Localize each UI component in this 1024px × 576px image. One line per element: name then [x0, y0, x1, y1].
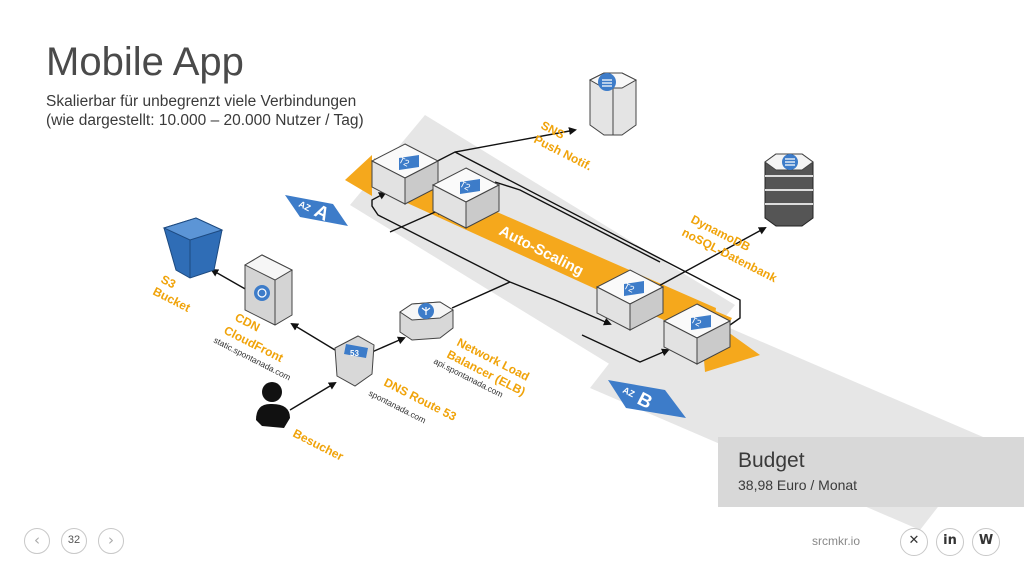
- s3-label-1: S3: [159, 272, 179, 291]
- linkedin-icon: in: [943, 533, 957, 548]
- dns-to-nlb-arrow: [371, 336, 406, 353]
- xing-button[interactable]: ✕: [900, 528, 928, 556]
- linkedin-button[interactable]: in: [936, 528, 964, 556]
- subtitle-line-1: Skalierbar für unbegrenzt viele Verbindu…: [46, 93, 357, 110]
- s3-bucket-node: [162, 217, 224, 279]
- cdn-node: [243, 254, 294, 326]
- visitor-icon: [256, 382, 290, 428]
- budget-panel: Budget 38,98 Euro / Monat: [718, 437, 1024, 507]
- nlb-link: [451, 281, 511, 309]
- page-subtitle: Skalierbar für unbegrenzt viele Verbindu…: [46, 92, 364, 130]
- next-slide-button[interactable]: ›: [98, 528, 124, 554]
- az-b-badge: AZ B: [608, 380, 686, 418]
- budget-title: Budget: [738, 449, 805, 472]
- visitor-to-dns-arrow: [289, 381, 337, 411]
- sns-icon: [598, 73, 616, 91]
- brand-text[interactable]: srcmkr.io: [812, 534, 860, 548]
- budget-value: 38,98 Euro / Monat: [738, 477, 858, 493]
- page-number: 32: [61, 528, 87, 554]
- subtitle-line-2: (wie dargestellt: 10.000 – 20.000 Nutzer…: [46, 112, 364, 129]
- instance-b2-label: T2: [689, 315, 703, 329]
- route53-icon: 53: [350, 349, 359, 358]
- sns-label-2: Push Notif.: [532, 132, 595, 173]
- instance-b1-label: T2: [622, 281, 636, 295]
- az-a-badge: AZ A: [285, 195, 348, 226]
- instance-a2-label: T2: [458, 179, 472, 193]
- sns-node: [588, 72, 638, 136]
- xing-icon: ✕: [908, 533, 920, 548]
- to-dynamodb-arrow: [654, 227, 767, 289]
- dynamodb-node: [764, 153, 814, 227]
- dns-to-cdn-arrow: [290, 322, 336, 351]
- nlb-node: [399, 301, 454, 341]
- chevron-left-icon: ‹: [34, 531, 40, 549]
- visitor-label: Besucher: [291, 426, 346, 463]
- wordpress-button[interactable]: W: [972, 528, 1000, 556]
- dns-node: 53: [334, 335, 375, 387]
- wordpress-icon: W: [978, 533, 994, 548]
- instance-a1-label: T2: [397, 155, 411, 169]
- cdn-to-s3-arrow: [210, 269, 248, 291]
- chevron-right-icon: ›: [108, 531, 114, 549]
- prev-slide-button[interactable]: ‹: [24, 528, 50, 554]
- cloudfront-icon: [254, 285, 270, 301]
- page-title: Mobile App: [46, 40, 244, 84]
